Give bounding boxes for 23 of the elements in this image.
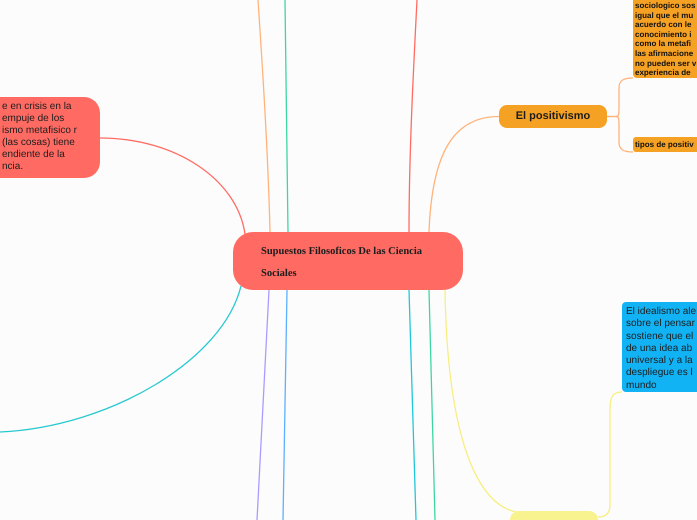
connector-line [428, 290, 436, 520]
connector-line [284, 0, 289, 232]
topic-text: El positivismo [516, 110, 590, 123]
subtopic-text: sociologico sos igual que el mu acuerdo con le conocimiento i como la metafi las afirmacione no pueden ser v experiencia de [635, 1, 697, 78]
connector-line [607, 116, 634, 153]
connector-line [428, 116, 500, 232]
connector-line [256, 290, 270, 520]
connector-line [257, 0, 271, 232]
topic-box [499, 105, 607, 128]
topic-box [510, 511, 598, 520]
connector-line [0, 286, 242, 433]
subtopic-text: tipos de positiv [635, 140, 694, 150]
connector-line [444, 290, 516, 513]
connector-line [408, 0, 418, 232]
subtopic-text: El idealismo ale sobre el pensar sostiene que el de una idea ab universal y a la despliegue es l mundo [626, 306, 697, 392]
central-topic-text: Supuestos Filosoficos De las Ciencia Sociales [261, 245, 424, 281]
topic-box [0, 97, 100, 178]
connector-line [282, 290, 288, 520]
connector-line [408, 290, 417, 520]
connector-line [100, 137, 246, 234]
subtopic-box [633, 137, 697, 152]
topic-text: e en crisis en la empuje de los ismo metafisico r (las cosas) tiene endiente de la ncia. [2, 101, 78, 173]
central-topic-box [233, 232, 463, 290]
